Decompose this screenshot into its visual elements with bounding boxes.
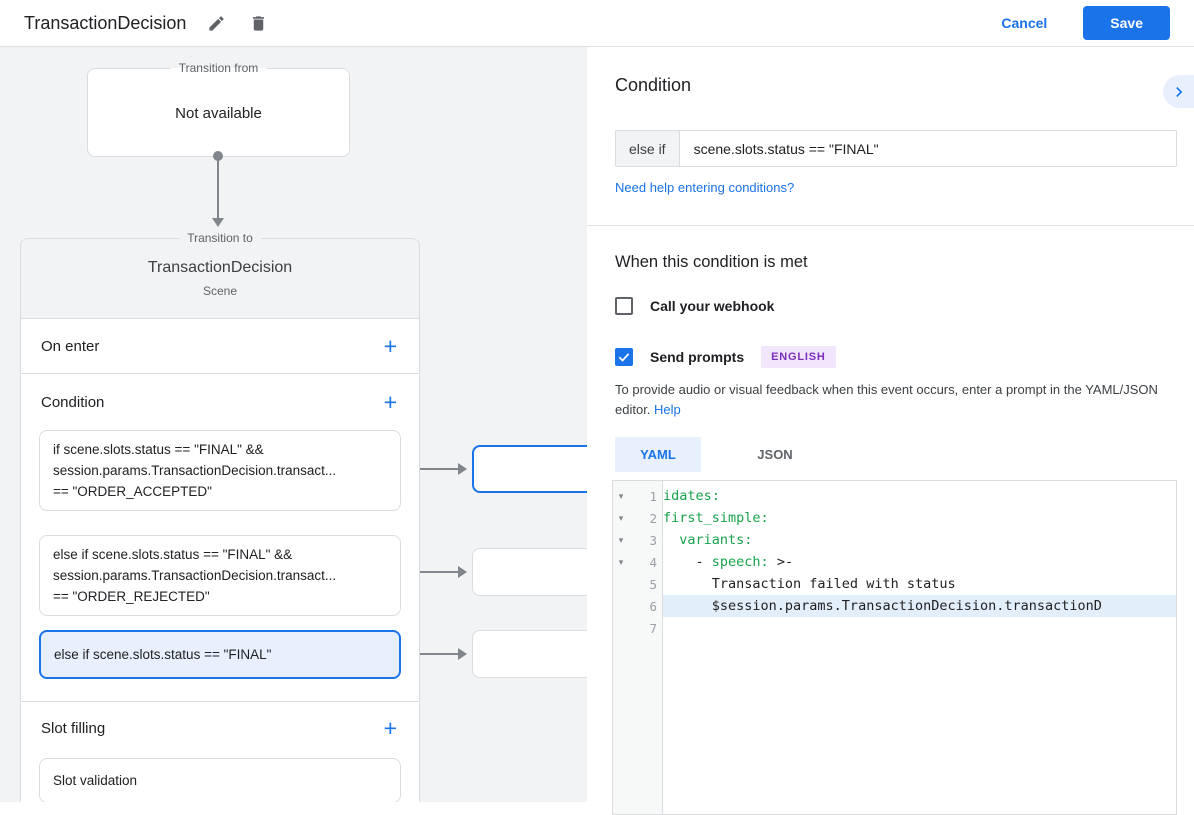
prompt-helper-text: To provide audio or visual feedback when… — [615, 382, 1158, 417]
call-webhook-checkbox[interactable] — [615, 297, 633, 315]
gutter-row[interactable]: ▾4 — [613, 551, 662, 573]
arrow-right-icon — [458, 566, 467, 578]
cancel-button[interactable]: Cancel — [1001, 15, 1048, 31]
transition-target-box[interactable] — [472, 548, 594, 596]
webhook-row: Call your webhook — [615, 297, 1177, 315]
chevron-right-icon — [1169, 82, 1189, 102]
gutter-row: 5 — [613, 573, 662, 595]
line-number: 6 — [649, 598, 657, 614]
code-line[interactable]: first_simple: — [663, 507, 1176, 529]
editor-tabs: YAML JSON — [615, 437, 1177, 472]
delete-button[interactable] — [246, 11, 270, 35]
code-line[interactable]: Transaction failed with status — [663, 573, 1176, 595]
condition-expression-input[interactable]: scene.slots.status == "FINAL" — [693, 140, 879, 157]
scene-name: TransactionDecision — [147, 259, 293, 276]
code-segment: idates: — [663, 488, 720, 504]
save-button[interactable]: Save — [1083, 6, 1170, 40]
top-bar: TransactionDecision Cancel Save — [0, 0, 1194, 47]
help-link[interactable]: Help — [654, 402, 681, 417]
flow-connector-line — [404, 468, 459, 470]
code-segment: - — [663, 554, 712, 570]
panel-title: Condition — [615, 75, 692, 95]
tab-yaml[interactable]: YAML — [615, 437, 701, 472]
flow-connector-line — [404, 571, 459, 573]
code-line[interactable]: idates: — [663, 485, 1176, 507]
scene-card-header: TransactionDecision Scene — [21, 239, 419, 319]
condition-card[interactable]: else if scene.slots.status == "FINAL" &&… — [39, 535, 401, 616]
line-number: 1 — [649, 488, 657, 504]
code-segment: >- — [768, 554, 794, 570]
gutter-row[interactable]: ▾2 — [613, 507, 662, 529]
line-number: 7 — [649, 620, 657, 636]
add-on-enter-button[interactable]: + — [383, 332, 397, 359]
on-enter-label: On enter — [41, 337, 100, 355]
arrow-right-icon — [458, 648, 467, 660]
scene-type-label: Scene — [202, 284, 238, 298]
add-slot-button[interactable]: + — [383, 714, 397, 741]
code-segment: speech: — [711, 554, 769, 570]
send-prompts-row: Send prompts ENGLISH — [615, 346, 1177, 368]
condition-section: Condition + if scene.slots.status == "FI… — [21, 374, 419, 702]
arrow-right-icon — [458, 463, 467, 475]
code-segment: Transaction failed with status — [663, 576, 956, 592]
gutter-row: 6 — [613, 595, 662, 617]
scene-card: Transition to TransactionDecision Scene … — [20, 231, 420, 802]
slot-validation-card[interactable]: Slot validation — [39, 758, 401, 802]
condition-card-selected[interactable]: else if scene.slots.status == "FINAL" — [39, 630, 401, 679]
transition-from-box[interactable]: Transition from Not available — [87, 61, 350, 157]
conditions-help-link[interactable]: Need help entering conditions? — [615, 180, 795, 195]
checkmark-icon — [617, 350, 631, 364]
line-number: 4 — [649, 554, 657, 570]
send-prompts-checkbox[interactable] — [615, 348, 633, 366]
gutter-row: 7 — [613, 617, 662, 639]
line-number: 3 — [649, 532, 657, 548]
condition-editor-panel: Condition else if scene.slots.status == … — [587, 47, 1194, 815]
collapse-panel-button[interactable] — [1163, 75, 1194, 108]
condition-prefix: else if — [616, 131, 680, 166]
code-line[interactable]: variants: — [663, 529, 1176, 551]
code-line[interactable]: - speech: >- — [663, 551, 1176, 573]
on-enter-row: On enter + — [21, 319, 419, 374]
gutter-row[interactable]: ▾1 — [613, 485, 662, 507]
code-lines[interactable]: idates: first_simple: variants: - speech:… — [663, 481, 1176, 814]
fold-arrow-icon[interactable]: ▾ — [618, 534, 624, 545]
condition-section-label: Condition — [41, 393, 105, 411]
gutter-row[interactable]: ▾3 — [613, 529, 662, 551]
add-condition-button[interactable]: + — [383, 388, 397, 415]
transition-from-legend: Transition from — [170, 61, 267, 75]
code-line[interactable]: $session.params.TransactionDecision.tran… — [663, 595, 1176, 617]
code-segment: first_simple: — [663, 510, 769, 526]
tab-json[interactable]: JSON — [757, 447, 793, 462]
panel-divider — [587, 225, 1194, 226]
page-title: TransactionDecision — [24, 12, 187, 33]
call-webhook-label: Call your webhook — [650, 298, 775, 314]
transition-target-box[interactable] — [472, 445, 594, 493]
arrow-down-icon — [212, 218, 224, 227]
code-segment: $session.params.TransactionDecision.tran… — [663, 598, 1102, 614]
slot-filling-section: Slot filling + Slot validation — [21, 702, 419, 802]
fold-arrow-icon[interactable]: ▾ — [618, 556, 624, 567]
condition-card[interactable]: if scene.slots.status == "FINAL" && sess… — [39, 430, 401, 511]
trash-icon — [249, 14, 268, 33]
code-line[interactable] — [663, 617, 1176, 639]
fold-arrow-icon[interactable]: ▾ — [618, 490, 624, 501]
condition-met-heading: When this condition is met — [615, 253, 808, 271]
pencil-icon — [207, 14, 226, 33]
transition-to-legend: Transition to — [179, 231, 261, 245]
language-badge: ENGLISH — [761, 346, 836, 368]
transition-target-box[interactable] — [472, 630, 594, 678]
code-segment: variants: — [663, 532, 753, 548]
send-prompts-label: Send prompts — [650, 349, 745, 365]
flow-connector-line — [217, 156, 219, 218]
fold-arrow-icon[interactable]: ▾ — [618, 512, 624, 523]
condition-input-row: else if scene.slots.status == "FINAL" — [615, 130, 1177, 167]
transition-from-value: Not available — [175, 105, 262, 122]
edit-button[interactable] — [204, 11, 228, 35]
flow-connector-line — [404, 653, 459, 655]
line-number: 2 — [649, 510, 657, 526]
line-number: 5 — [649, 576, 657, 592]
slot-filling-label: Slot filling — [41, 719, 106, 737]
